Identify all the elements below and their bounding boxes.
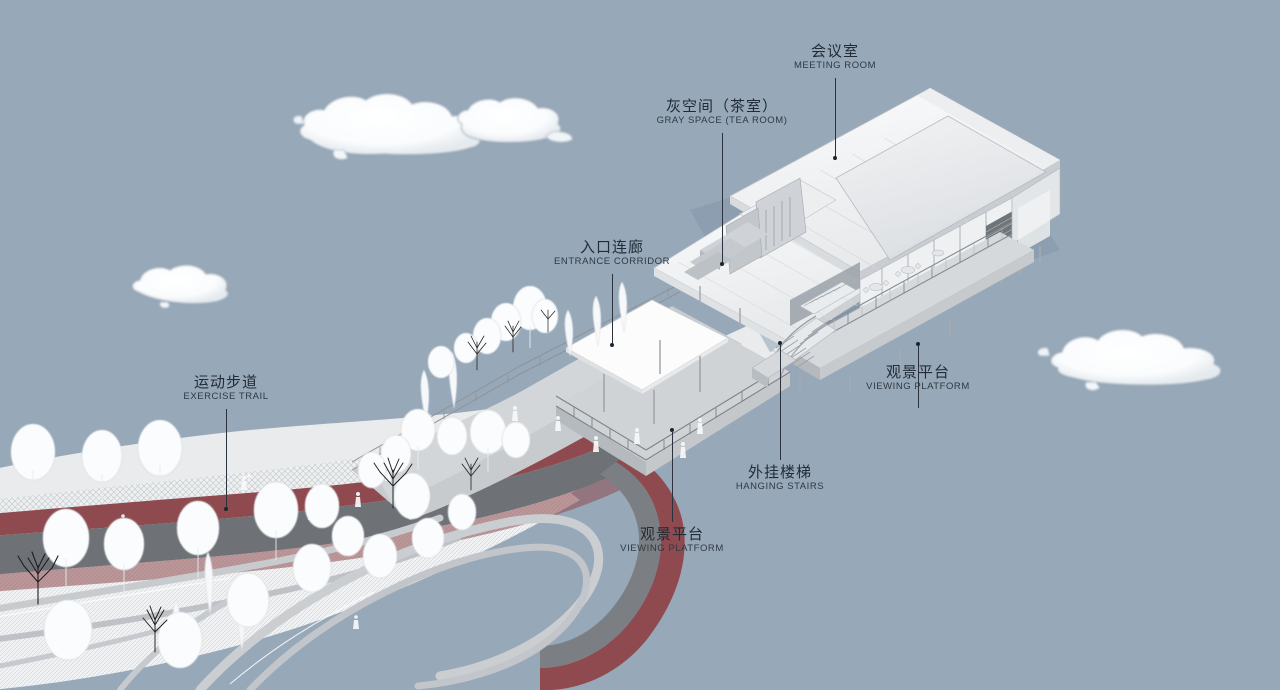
leader-dot-hanging-stairs: [778, 341, 782, 345]
leader-line-gray-space-tea-room: [722, 133, 723, 265]
upper-stairs: [799, 281, 857, 315]
tree-bare-black: [17, 309, 556, 653]
trees: [10, 281, 627, 669]
annotation-label-cn: 灰空间（茶室）: [665, 97, 779, 115]
annotation-label-cn: 观景平台: [639, 525, 705, 543]
annotation-label-en: VIEWING PLATFORM: [866, 381, 970, 392]
leader-line-hanging-stairs: [780, 345, 781, 460]
gable-fins: [765, 197, 791, 250]
annotation-label-cn: 入口连廊: [579, 238, 644, 256]
annotation-label-en: ENTRANCE CORRIDOR: [554, 256, 670, 267]
annotation-label-cn: 观景平台: [885, 363, 951, 381]
structure-piles: [699, 286, 951, 392]
leader-line-entrance-corridor: [612, 274, 613, 345]
tree-trunks: [32, 326, 531, 594]
roof-lower-wing-eave: [654, 268, 786, 348]
annotation-label-cn: 会议室: [810, 42, 860, 60]
annotation-label-en: VIEWING PLATFORM: [620, 543, 724, 554]
figure: [247, 474, 251, 478]
figure: [355, 492, 361, 507]
figure: [680, 442, 686, 458]
leader-line-viewing-platform-front: [672, 432, 673, 522]
canopy-columns: [603, 340, 701, 424]
figure: [555, 416, 561, 431]
right-end-balcony: [1001, 167, 1061, 284]
leader-line-exercise-trail: [226, 409, 227, 510]
path-markings: [0, 577, 375, 685]
annotation-gray-space-tea-room: 灰空间（茶室）GRAY SPACE (TEA ROOM): [657, 97, 788, 127]
main-building: [653, 87, 1061, 392]
road-upper-red-top: [0, 424, 618, 536]
annotation-label-en: HANGING STAIRS: [735, 481, 825, 492]
annotation-label-cn: 外挂楼梯: [747, 463, 813, 481]
leader-dot-exercise-trail: [224, 507, 228, 511]
platform-furniture: [863, 249, 945, 293]
cloud-mid-left: [131, 264, 229, 309]
figure: [512, 406, 518, 421]
leader-line-viewing-platform-right: [918, 346, 919, 408]
roof-main-ridge: [918, 88, 1060, 168]
hanging-stairs: [751, 315, 837, 388]
cloud-top-left: [292, 93, 482, 160]
clouds: [131, 93, 1222, 391]
annotation-label-en: EXERCISE TRAIL: [183, 391, 269, 402]
annotation-label-en: GRAY SPACE (TEA ROOM): [656, 115, 788, 126]
figure: [241, 476, 247, 490]
figure: [697, 418, 703, 434]
annotation-label-en: MEETING ROOM: [793, 60, 877, 71]
figure: [593, 436, 599, 452]
cloud-right: [1037, 329, 1222, 391]
annotation-label-cn: 运动步道: [193, 373, 259, 391]
roof-rear-gable: [835, 115, 1047, 261]
road-descend-red: [540, 452, 685, 690]
tree-canopy: [10, 285, 559, 669]
cloud-top-right: [457, 97, 573, 143]
figure: [634, 428, 640, 444]
road-upper-dark: [0, 440, 632, 575]
stepped-terrace: [684, 222, 768, 280]
road-descend-dark: [540, 462, 661, 668]
leader-line-meeting-room: [835, 78, 836, 160]
leader-dot-viewing-platform-right: [916, 342, 920, 346]
leader-dot-entrance-corridor: [610, 343, 614, 347]
leader-dot-meeting-room: [833, 156, 837, 160]
road-upper-red-bottom: [0, 466, 640, 592]
figure: [353, 615, 359, 629]
leader-dot-gray-space-tea-room: [720, 262, 724, 266]
leader-dot-viewing-platform-front: [670, 428, 674, 432]
